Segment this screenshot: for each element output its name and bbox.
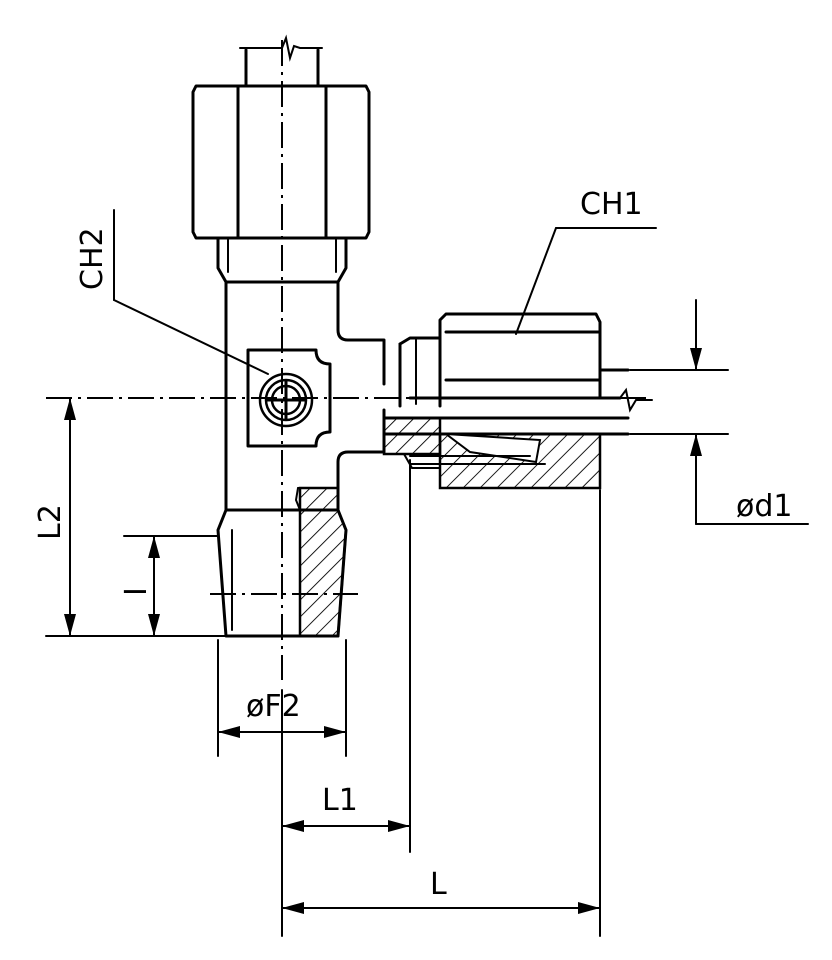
l1-label: L1 [322,783,358,818]
d1-dimension: ød1 [629,299,809,525]
l2-label: L2 [33,504,68,540]
l-dimension: L [281,489,601,937]
flag-marking-icon [258,372,314,428]
ch1-callout: CH1 [515,187,657,335]
ch1-label: CH1 [580,187,643,222]
i-label: I [119,587,154,596]
center-lines [46,40,650,680]
sectioned-body-right [382,416,602,490]
f2-dimension: øF2 [217,639,347,757]
f2-label: øF2 [246,689,301,724]
l-label: L [430,867,447,902]
tee-body [224,280,442,512]
l2-dimension: L2 [33,397,227,637]
top-pipe-stub [239,34,323,88]
top-hex-nut [191,84,371,240]
ch2-label: CH2 [75,227,110,290]
right-hex-nut [438,312,602,400]
i-dimension: I [119,535,219,637]
ch2-callout: CH2 [75,209,269,375]
l1-dimension: L1 [281,459,411,937]
top-thread-neck [216,236,348,284]
d1-label: ød1 [736,489,792,524]
